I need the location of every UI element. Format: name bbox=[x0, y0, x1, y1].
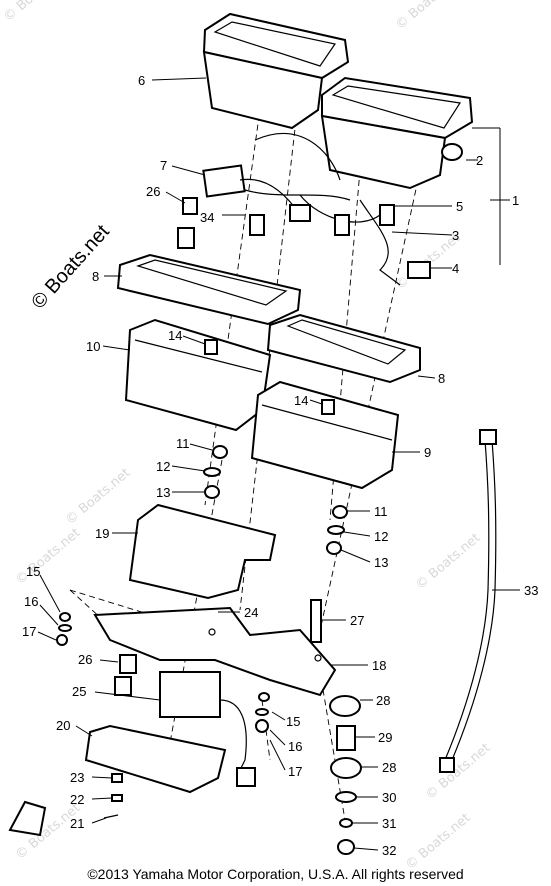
callout-29: 29 bbox=[378, 730, 392, 745]
callout-26: 26 bbox=[78, 652, 92, 667]
callout-8: 8 bbox=[438, 371, 445, 386]
callout-14: 14 bbox=[168, 328, 182, 343]
watermark-tile: © Boats.net bbox=[1, 0, 71, 25]
callout-3: 3 bbox=[452, 228, 459, 243]
meter-cup-left bbox=[202, 12, 350, 130]
copyright-notice: ©2013 Yamaha Motor Corporation, U.S.A. A… bbox=[87, 866, 464, 882]
callout-numbers: 6 2 1 7 26 34 5 3 8 4 10 14 8 14 11 9 12… bbox=[22, 73, 538, 858]
callout-33: 33 bbox=[524, 583, 538, 598]
callout-32: 32 bbox=[382, 843, 396, 858]
meter-housing-left bbox=[124, 318, 272, 432]
watermark-tile: © Boats.net bbox=[413, 531, 483, 593]
watermark-tile: © Boats.net bbox=[403, 811, 473, 873]
callout-12: 12 bbox=[156, 459, 170, 474]
callout-10: 10 bbox=[86, 339, 100, 354]
indicator-light-assembly bbox=[114, 654, 256, 787]
callout-15: 15 bbox=[286, 714, 300, 729]
meter-bracket-18 bbox=[93, 606, 337, 697]
wiring-harness-upper bbox=[177, 132, 431, 286]
callout-5: 5 bbox=[456, 199, 463, 214]
callout-13: 13 bbox=[156, 485, 170, 500]
callout-14: 14 bbox=[294, 393, 308, 408]
callout-22: 22 bbox=[70, 792, 84, 807]
meter-housing-right bbox=[250, 380, 400, 490]
callout-31: 31 bbox=[382, 816, 396, 831]
callout-8: 8 bbox=[92, 269, 99, 284]
callout-15: 15 bbox=[26, 564, 40, 579]
callout-30: 30 bbox=[382, 790, 396, 805]
watermark-tile: © Boats.net bbox=[63, 466, 133, 528]
indicator-base-20 bbox=[84, 724, 227, 794]
callout-19: 19 bbox=[95, 526, 109, 541]
fwd-arrow: FWD bbox=[8, 800, 47, 837]
callout-17: 17 bbox=[22, 624, 36, 639]
leader-lines bbox=[37, 77, 520, 851]
callout-1: 1 bbox=[512, 193, 519, 208]
bolt-and-spacers bbox=[310, 599, 362, 855]
callout-11: 11 bbox=[374, 504, 388, 519]
meter-ring-left bbox=[116, 253, 302, 326]
callout-2: 2 bbox=[476, 153, 483, 168]
watermark-tile: © Boats.net bbox=[393, 0, 463, 33]
callout-7: 7 bbox=[160, 158, 167, 173]
callout-21: 21 bbox=[70, 816, 84, 831]
watermark-tile: © Boats.net bbox=[13, 526, 83, 588]
callout-9: 9 bbox=[424, 445, 431, 460]
callout-26: 26 bbox=[146, 184, 160, 199]
callout-13: 13 bbox=[374, 555, 388, 570]
callout-16: 16 bbox=[24, 594, 38, 609]
callout-17: 17 bbox=[288, 764, 302, 779]
callout-20: 20 bbox=[56, 718, 70, 733]
callout-28: 28 bbox=[382, 760, 396, 775]
callout-4: 4 bbox=[452, 261, 459, 276]
callout-12: 12 bbox=[374, 529, 388, 544]
callout-11: 11 bbox=[176, 436, 190, 451]
speedometer-cable-33 bbox=[439, 429, 497, 773]
callout-23: 23 bbox=[70, 770, 84, 785]
watermark-tile: © Boats.net bbox=[423, 741, 493, 803]
callout-25: 25 bbox=[72, 684, 86, 699]
small-screws bbox=[103, 773, 123, 819]
callout-24: 24 bbox=[244, 605, 258, 620]
callout-16: 16 bbox=[288, 739, 302, 754]
callout-18: 18 bbox=[372, 658, 386, 673]
brand-watermark: © Boats.net bbox=[27, 220, 114, 313]
callout-6: 6 bbox=[138, 73, 145, 88]
callout-28: 28 bbox=[376, 693, 390, 708]
callout-34: 34 bbox=[200, 210, 214, 225]
meter-ring-right bbox=[266, 313, 421, 384]
meter-cup-right bbox=[320, 76, 474, 190]
callout-27: 27 bbox=[350, 613, 364, 628]
meter-cover-19 bbox=[128, 503, 277, 600]
